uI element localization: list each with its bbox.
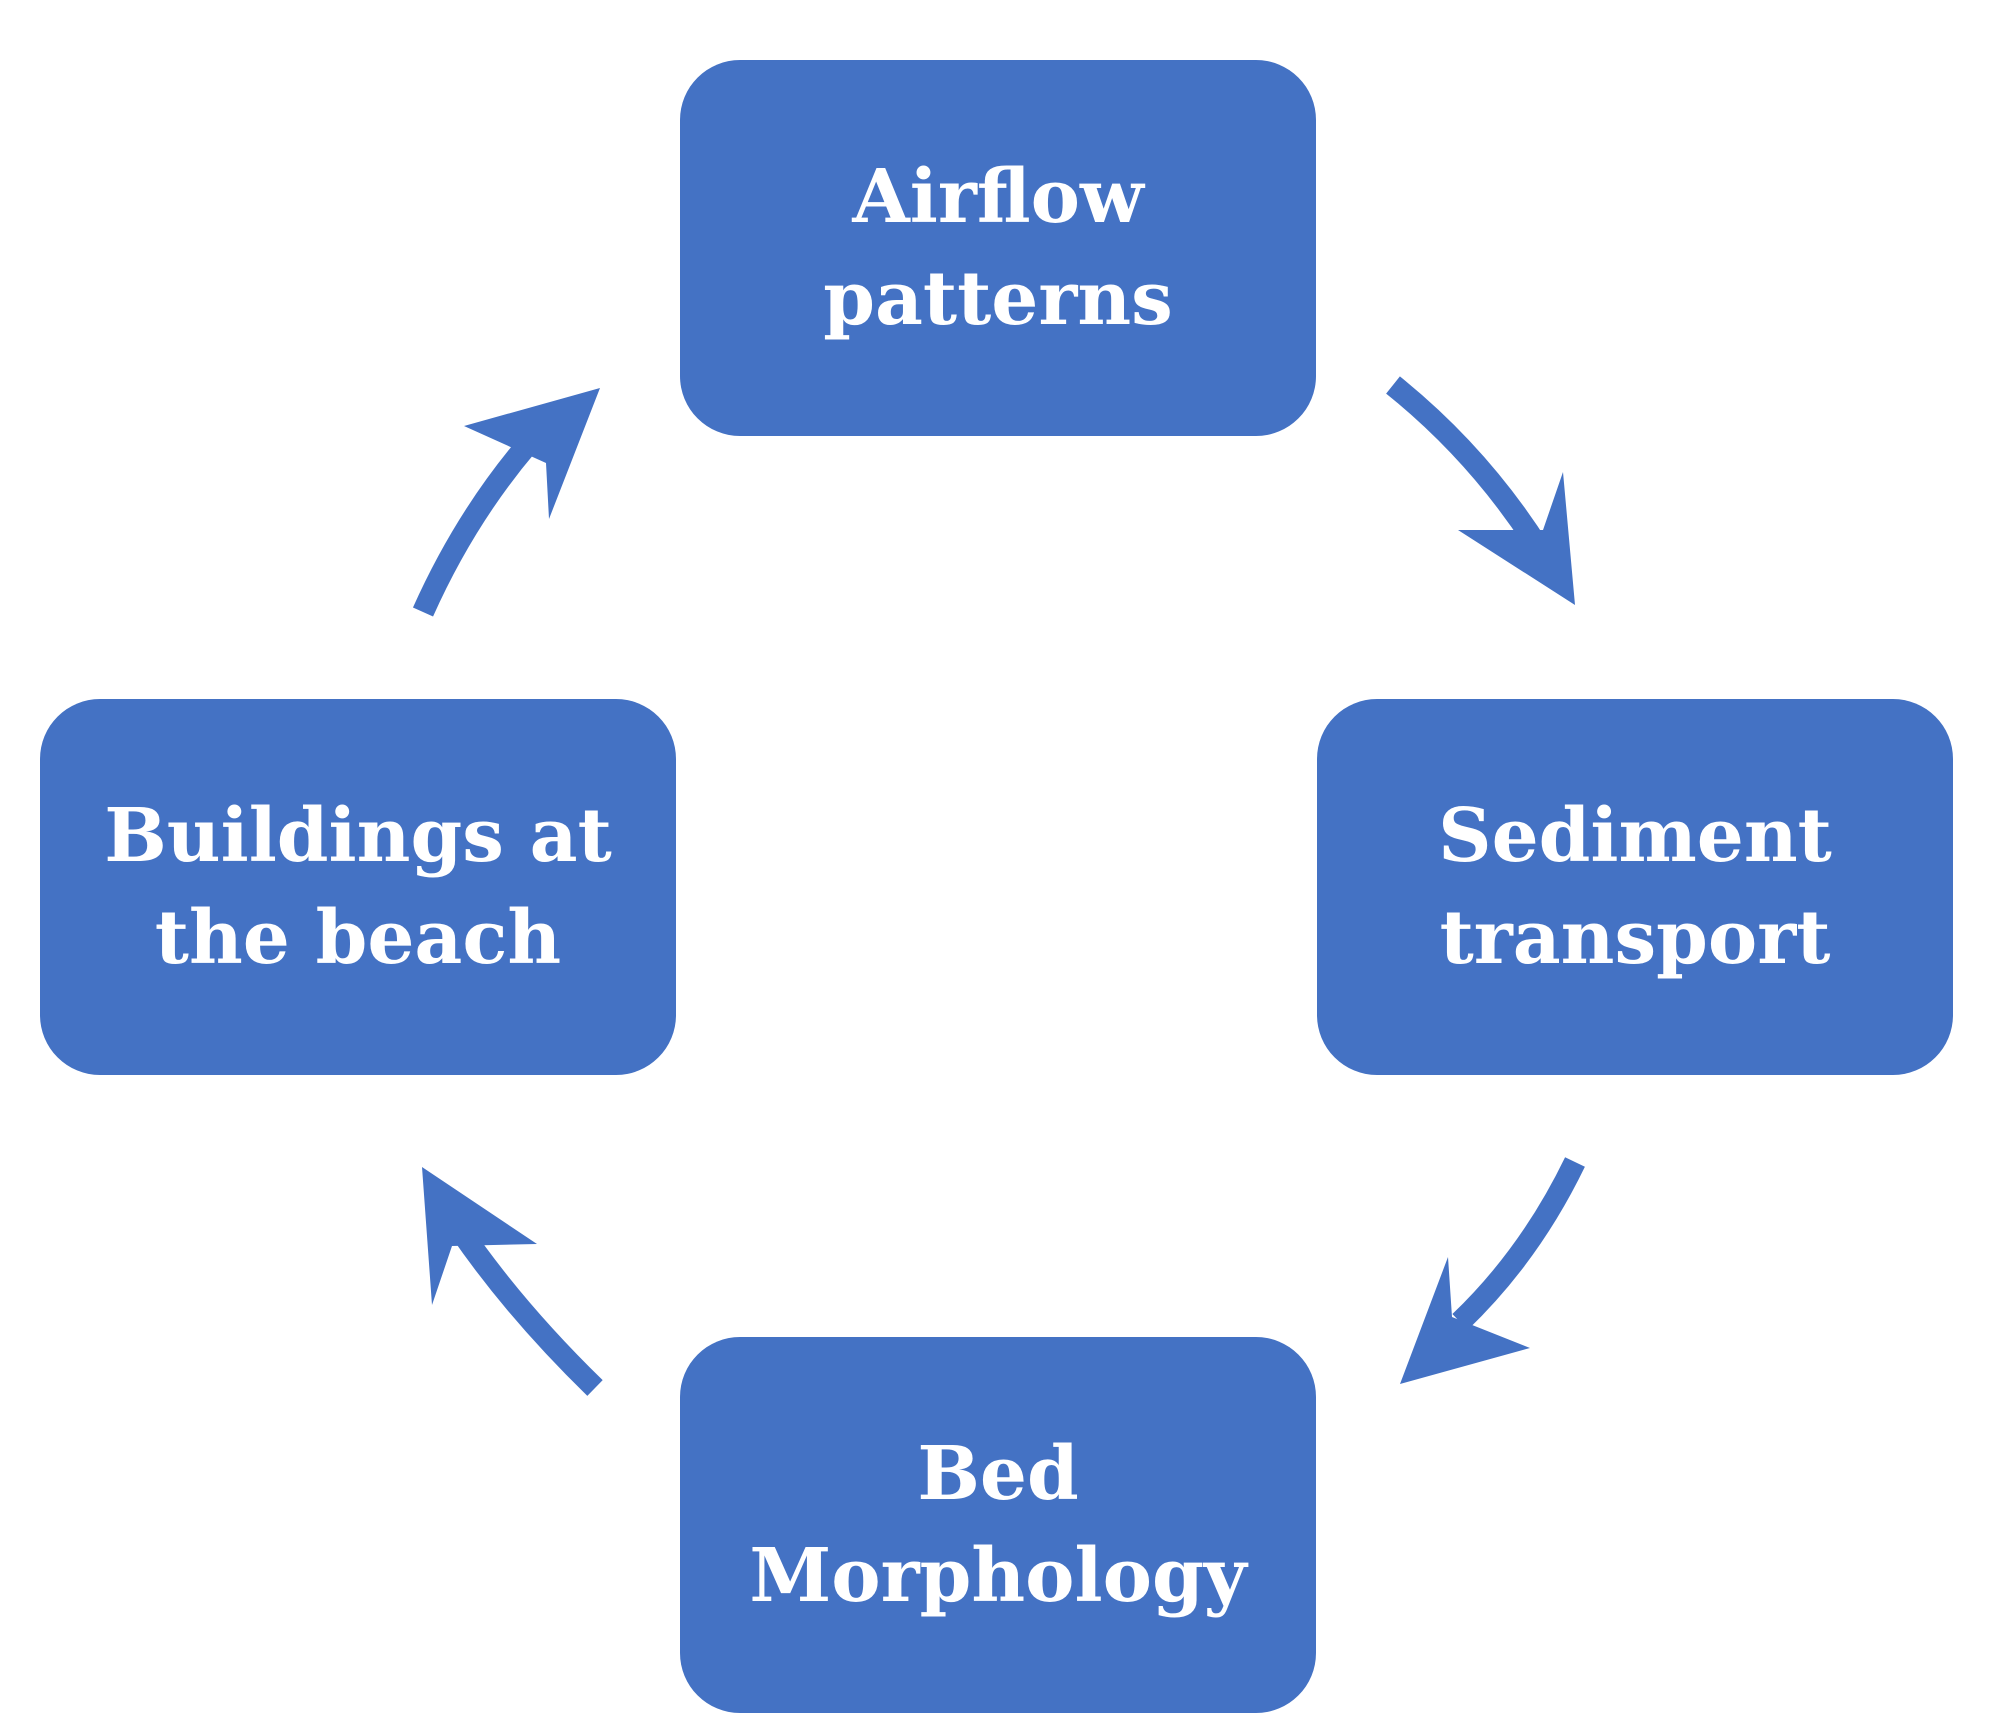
node-label: Sediment transport (1438, 785, 1832, 989)
node-label-line: Bed (917, 1431, 1079, 1517)
node-label-line: the beach (154, 895, 562, 981)
node-sediment-transport: Sediment transport (1317, 699, 1953, 1075)
node-airflow-patterns: Airflow patterns (680, 60, 1316, 436)
node-label-line: Morphology (749, 1533, 1247, 1619)
arrow-shaft (450, 1223, 603, 1396)
node-label-line: Airflow (852, 154, 1144, 240)
arrow-bottom-to-left (422, 1167, 603, 1396)
arrow-top-to-right (1386, 376, 1575, 605)
node-label-line: transport (1439, 895, 1831, 981)
node-label: Bed Morphology (749, 1423, 1246, 1627)
node-label: Buildings at the beach (104, 785, 612, 989)
arrow-head (422, 1167, 537, 1305)
arrow-right-to-bottom (1400, 1157, 1585, 1384)
arrow-shaft (412, 436, 537, 617)
node-buildings-at-the-beach: Buildings at the beach (40, 699, 676, 1075)
arrow-shaft (1386, 376, 1550, 556)
node-label: Airflow patterns (823, 146, 1173, 350)
arrow-head (1458, 472, 1575, 605)
node-label-line: Sediment (1438, 793, 1832, 879)
arrow-head (1400, 1257, 1530, 1384)
arrow-shaft (1452, 1157, 1585, 1330)
arrow-left-to-top (412, 388, 600, 617)
node-label-line: patterns (823, 256, 1173, 342)
node-bed-morphology: Bed Morphology (680, 1337, 1316, 1713)
node-label-line: Buildings at (104, 793, 612, 879)
arrow-head (464, 388, 600, 519)
